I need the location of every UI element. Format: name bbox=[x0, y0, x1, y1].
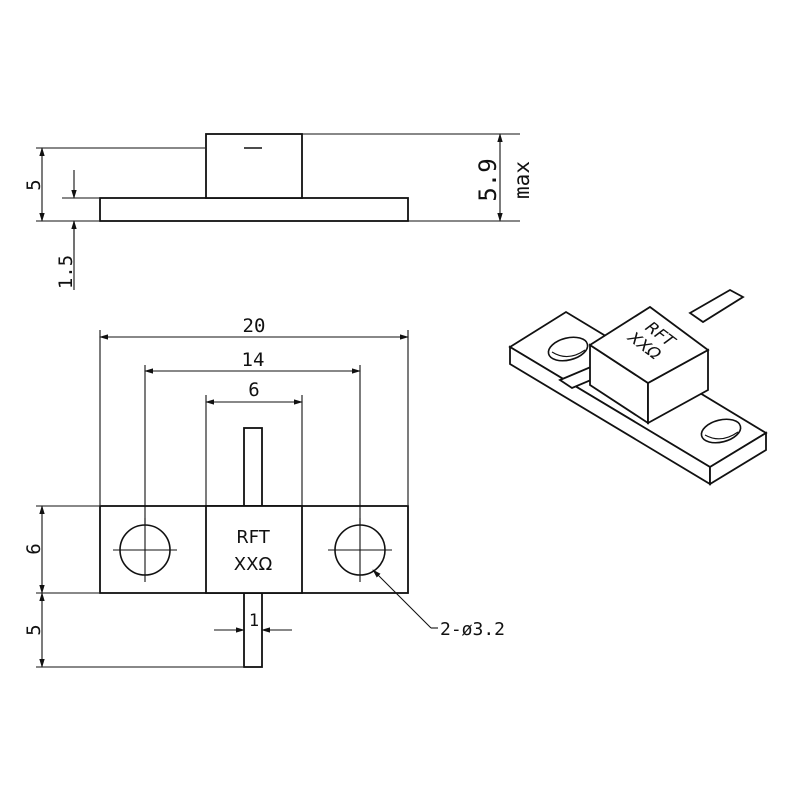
dim-overall-note: max bbox=[510, 161, 534, 199]
dim-hole-spacing: 14 bbox=[144, 349, 361, 374]
dim-flange-thickness: 1.5 bbox=[55, 170, 77, 290]
top-marking-line2: XXΩ bbox=[234, 554, 273, 575]
iso-hole-left bbox=[547, 336, 589, 362]
dim-flange-length: 20 bbox=[99, 315, 409, 340]
mounting-hole-right bbox=[328, 518, 392, 582]
side-body bbox=[205, 133, 303, 199]
iso-lead-back bbox=[688, 288, 745, 324]
dim-flange-thickness-label: 1.5 bbox=[55, 255, 77, 289]
dim-flange-width-label: 6 bbox=[23, 543, 45, 554]
dim-lead-length: 5 bbox=[23, 592, 45, 668]
dim-body-width: 6 bbox=[205, 379, 303, 405]
iso-hole-right bbox=[700, 418, 742, 444]
dim-lead-width: 1 bbox=[214, 611, 292, 633]
mounting-hole-left bbox=[113, 518, 177, 582]
top-marking-line1: RFT bbox=[236, 527, 271, 548]
dim-flange-length-label: 20 bbox=[243, 315, 266, 337]
dim-overall-height-label: 5.9 bbox=[474, 158, 502, 201]
hole-callout: 2-ø3.2 bbox=[372, 569, 505, 640]
dim-body-height-label: 5 bbox=[23, 179, 45, 190]
top-lead-upper bbox=[243, 427, 263, 507]
dim-lead-length-label: 5 bbox=[23, 624, 45, 635]
side-flange bbox=[99, 197, 409, 222]
top-view: RFT XXΩ 20 14 6 6 bbox=[23, 315, 505, 668]
iso-view: RFT XXΩ bbox=[508, 288, 768, 486]
dim-flange-width: 6 bbox=[23, 505, 45, 594]
dim-lead-width-label: 1 bbox=[249, 611, 259, 631]
iso-flange-right bbox=[709, 431, 767, 486]
top-body bbox=[205, 505, 303, 594]
side-view: 5 1.5 5.9 max bbox=[23, 133, 534, 290]
dim-overall-height: 5.9 max bbox=[474, 133, 534, 222]
dim-body-height: 5 bbox=[23, 147, 45, 222]
dim-body-width-label: 6 bbox=[248, 379, 259, 401]
hole-callout-label: 2-ø3.2 bbox=[440, 619, 505, 640]
dim-hole-spacing-label: 14 bbox=[242, 349, 265, 371]
iso-body-top bbox=[588, 305, 710, 385]
